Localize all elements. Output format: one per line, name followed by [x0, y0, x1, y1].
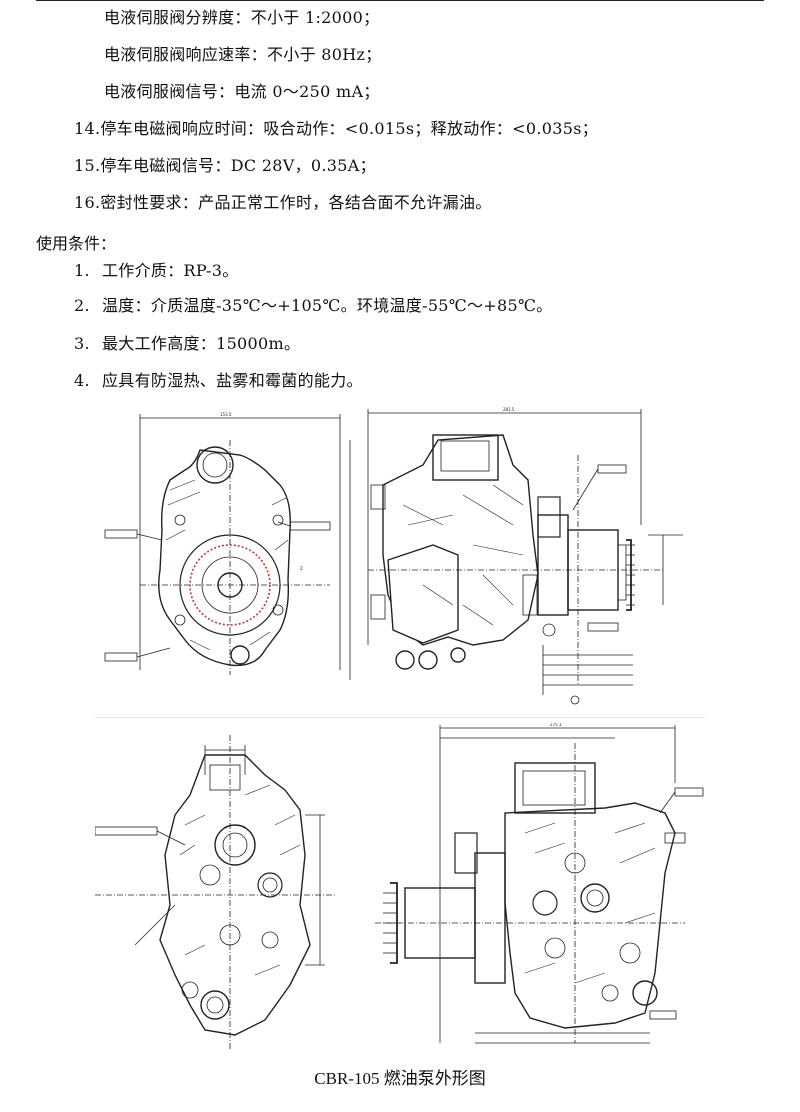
svg-text:281.5: 281.5: [503, 407, 515, 412]
rear-view-drawing: [95, 735, 335, 1050]
right-view-drawing: 275.1: [375, 723, 704, 1044]
item-number: 1.: [74, 261, 90, 280]
condition-item-4: 4. 应具有防湿热、盐雾和霉菌的能力。: [74, 371, 363, 391]
item-text: 应具有防湿热、盐雾和霉菌的能力。: [102, 371, 363, 390]
item-text: 温度：介质温度-35℃～+105℃。环境温度-55℃～+85℃。: [102, 296, 553, 315]
item-text: 最大工作高度：15000m。: [102, 334, 301, 353]
item-text: 停车电磁阀信号：DC 28V，0.35A；: [100, 156, 376, 175]
spec-line-servo-signal: 电液伺服阀信号：电流 0～250 mA；: [104, 82, 380, 101]
item-number: 14.: [74, 119, 101, 138]
item-number: 15.: [74, 156, 101, 175]
spec-item-14: 14.停车电磁阀响应时间：吸合动作：<0.015s；释放动作：<0.035s；: [74, 119, 598, 139]
item-text: 密封性要求：产品正常工作时，各结合面不允许漏油。: [100, 193, 492, 212]
pump-outline-drawing: 153.5 Z: [95, 405, 705, 1055]
spec-item-16: 16.密封性要求：产品正常工作时，各结合面不允许漏油。: [74, 193, 492, 213]
spec-item-15: 15.停车电磁阀信号：DC 28V，0.35A；: [74, 156, 376, 176]
item-number: 16.: [74, 193, 101, 212]
figure-caption: CBR-105 燃油泵外形图: [314, 1069, 486, 1088]
item-text: 工作介质：RP-3。: [102, 261, 239, 280]
conditions-heading: 使用条件：: [36, 234, 117, 253]
condition-item-2: 2. 温度：介质温度-35℃～+105℃。环境温度-55℃～+85℃。: [74, 296, 552, 316]
spec-line-resolution: 电液伺服阀分辨度：不小于 1:2000；: [104, 8, 380, 27]
condition-item-1: 1. 工作介质：RP-3。: [74, 261, 239, 281]
front-view-drawing: 153.5 Z: [104, 412, 351, 680]
item-number: 3.: [74, 334, 90, 353]
svg-text:Z: Z: [300, 566, 303, 571]
svg-text:153.5: 153.5: [220, 412, 232, 417]
figure-divider: [95, 717, 705, 718]
item-number: 4.: [74, 371, 90, 390]
svg-text:275.1: 275.1: [550, 723, 562, 727]
item-text: 停车电磁阀响应时间：吸合动作：<0.015s；释放动作：<0.035s；: [100, 119, 599, 138]
spec-line-response-rate: 电液伺服阀响应速率：不小于 80Hz；: [104, 45, 382, 64]
condition-item-3: 3. 最大工作高度：15000m。: [74, 334, 300, 354]
side-view-drawing: 281.5: [367, 407, 683, 705]
item-number: 2.: [74, 296, 90, 315]
top-border-line: [36, 0, 764, 1]
